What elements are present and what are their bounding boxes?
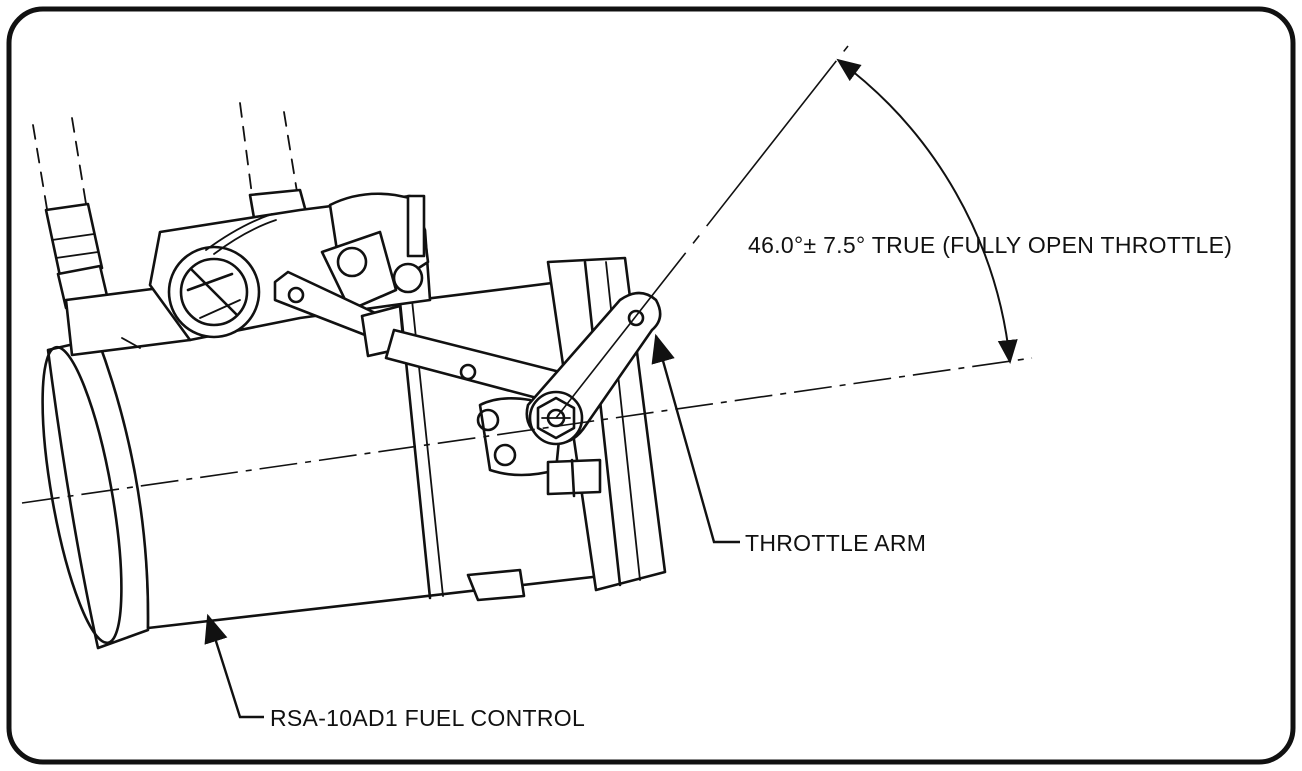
fuel-control-label: RSA-10AD1 FUEL CONTROL (270, 705, 585, 731)
bore-centerline (21, 357, 1033, 504)
angle-dimension-arc (836, 58, 1018, 364)
throttle-arm-axis (555, 45, 849, 419)
diagram-border (6, 6, 1296, 765)
fuel-control-leader (204, 613, 264, 719)
throttle-arm-label: THROTTLE ARM (745, 530, 926, 556)
angle-label: 46.0°± 7.5° TRUE (FULLY OPEN THROTTLE) (748, 232, 1232, 258)
regulator-assembly (148, 192, 432, 342)
throttle-arm-leader (651, 333, 740, 544)
